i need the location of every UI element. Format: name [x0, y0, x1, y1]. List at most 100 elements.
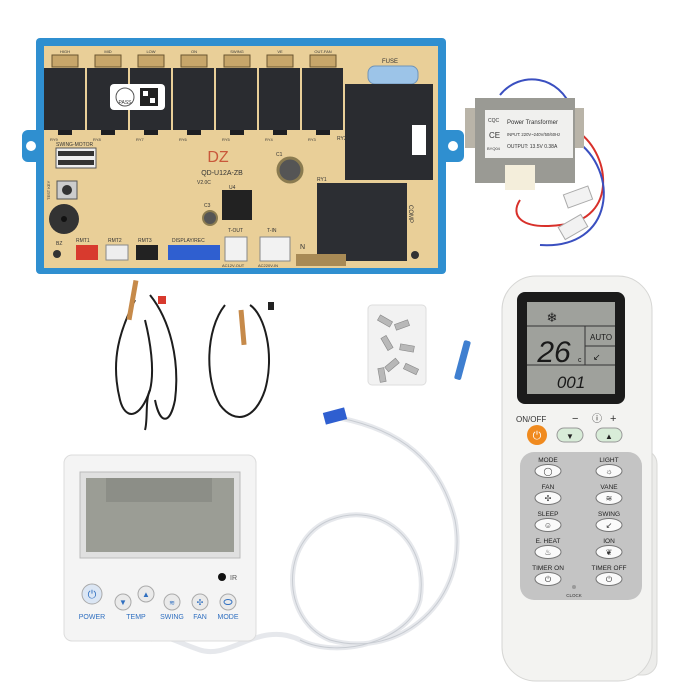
relay-row: HIGHRY9MIDRY8LOWRY7ONRY6SWINGRY5VERY4OUT… [44, 49, 343, 142]
remote-button-label: SLEEP [538, 511, 559, 518]
clock-button[interactable] [572, 585, 576, 589]
svg-text:RMT2: RMT2 [108, 238, 122, 244]
remote-button-timer-off[interactable]: TIMER OFF⏻ [591, 565, 627, 586]
svg-text:CE: CE [489, 131, 500, 140]
wall-power-button[interactable] [81, 583, 103, 605]
relay-body [44, 68, 85, 130]
capacitor-c1 [276, 156, 304, 184]
temp-up-button[interactable] [595, 427, 623, 443]
fan-icon: ✣ [545, 494, 552, 503]
svg-text:✣: ✣ [197, 598, 204, 607]
svg-text:SWING: SWING [160, 614, 184, 621]
control-board: HIGHRY9MIDRY8LOWRY7ONRY6SWINGRY5VERY4OUT… [22, 38, 464, 274]
remote-button-label: LIGHT [599, 457, 618, 464]
relay-label: RY9 [50, 137, 58, 142]
relay: OUT-FAN RY3 [302, 49, 343, 142]
terminal-n [296, 254, 346, 266]
remote-button-fan[interactable]: FAN✣ [534, 484, 562, 505]
relay-label: RY3 [308, 137, 316, 142]
connector-label: LOW [146, 49, 155, 54]
spade-terminal [51, 54, 79, 68]
port-rmt1 [76, 245, 98, 260]
remote-counter: 001 [557, 373, 585, 392]
svg-text:AC12V-OUT: AC12V-OUT [222, 263, 245, 268]
remote-mode: AUTO [590, 333, 612, 342]
svg-text:U4: U4 [229, 185, 236, 191]
on-off-button[interactable] [527, 425, 547, 445]
regulator-u4 [222, 190, 252, 220]
wall-mode-button[interactable] [219, 593, 237, 611]
relay-label: RY8 [93, 137, 101, 142]
remote-button-ion[interactable]: ION ❦ [595, 538, 623, 559]
wall-anchor-screw [454, 340, 471, 380]
svg-text:▼: ▼ [566, 432, 574, 441]
svg-text:SWING-MOTOR: SWING-MOTOR [56, 142, 94, 148]
remote-button-label: ION [603, 538, 615, 545]
remote-button-vane[interactable]: VANE≋ [595, 484, 623, 505]
relay: ON RY6 [173, 49, 214, 142]
remote-lcd [527, 302, 615, 394]
leaf-icon: ❦ [606, 548, 613, 557]
fuse [367, 65, 419, 85]
svg-text:T-OUT: T-OUT [228, 228, 243, 234]
qr-code [140, 88, 158, 106]
board-version: V2.0C [197, 180, 211, 186]
connector-label: ON [191, 49, 197, 54]
connector-label: MID [104, 49, 111, 54]
spade-terminal [94, 54, 122, 68]
svg-text:▼: ▼ [119, 598, 127, 607]
temp-down-button[interactable] [556, 427, 584, 443]
svg-text:CLOCK: CLOCK [566, 593, 582, 598]
light-icon: ☼ [605, 467, 612, 476]
brand-mark: DZ [207, 149, 229, 166]
svg-text:RMT3: RMT3 [138, 238, 152, 244]
board-model: QD-U12A-ZB [201, 170, 243, 177]
mode-icon: ◯ [544, 467, 553, 476]
remote-button-e-heat[interactable]: E. HEAT♨ [534, 538, 562, 559]
sensor-plug-2 [268, 302, 274, 310]
wall-temp-up-button[interactable] [137, 585, 155, 603]
svg-text:AC220V-IN: AC220V-IN [258, 263, 278, 268]
port-t-in [259, 236, 291, 262]
remote-button-sleep[interactable]: SLEEP☺ [534, 511, 562, 532]
sensor-probe-2 [238, 309, 247, 346]
svg-text:OUTPUT: 13.5V 0.38A: OUTPUT: 13.5V 0.38A [507, 144, 558, 150]
svg-text:FAN: FAN [193, 614, 207, 621]
remote-button-light[interactable]: LIGHT ☼ [595, 457, 623, 478]
remote-button-label: E. HEAT [536, 538, 561, 545]
remote-control: ❄ 26 c AUTO ↙ 001 ON/OFF − ⓘ + ⏻ ▼ ▲ MOD… [501, 275, 658, 682]
wall-swing-button[interactable] [163, 593, 181, 611]
svg-text:RMT1: RMT1 [76, 238, 90, 244]
port-display-rec [168, 245, 220, 260]
svg-text:RY1: RY1 [317, 177, 327, 183]
spade-terminal [309, 54, 337, 68]
spade-terminal [223, 54, 251, 68]
temperature-sensor-1 [114, 294, 178, 431]
snowflake-icon: ❄ [547, 310, 558, 325]
qc-sticker-text: PASS [119, 100, 133, 106]
port-rmt3 [136, 245, 158, 260]
transformer-title: Power Transformer [507, 120, 558, 126]
transformer-connector [505, 165, 535, 190]
remote-button-swing[interactable]: SWING↙ [595, 511, 623, 532]
screw-bag [367, 304, 427, 386]
spade-terminal [266, 54, 294, 68]
power-transformer: CQC CE BYQ04 Power Transformer INPUT: 22… [465, 78, 605, 247]
cable-connector [322, 407, 348, 425]
connector-label: OUT-FAN [314, 49, 331, 54]
spade-terminal [137, 54, 165, 68]
wall-temp-down-button[interactable] [114, 593, 132, 611]
svg-text:DISPLAY/REC: DISPLAY/REC [172, 238, 205, 244]
remote-button-timer-on[interactable]: TIMER ON⏻ [532, 565, 564, 586]
svg-text:▲: ▲ [142, 590, 150, 599]
fuse-label: FUSE [382, 59, 398, 65]
relay-label: RY6 [179, 137, 187, 142]
svg-text:C1: C1 [276, 152, 283, 158]
relay-ry1 [317, 183, 407, 261]
wall-fan-button[interactable] [191, 593, 209, 611]
svg-text:c: c [578, 357, 582, 364]
remote-button-mode[interactable]: MODE◯ [534, 457, 562, 478]
